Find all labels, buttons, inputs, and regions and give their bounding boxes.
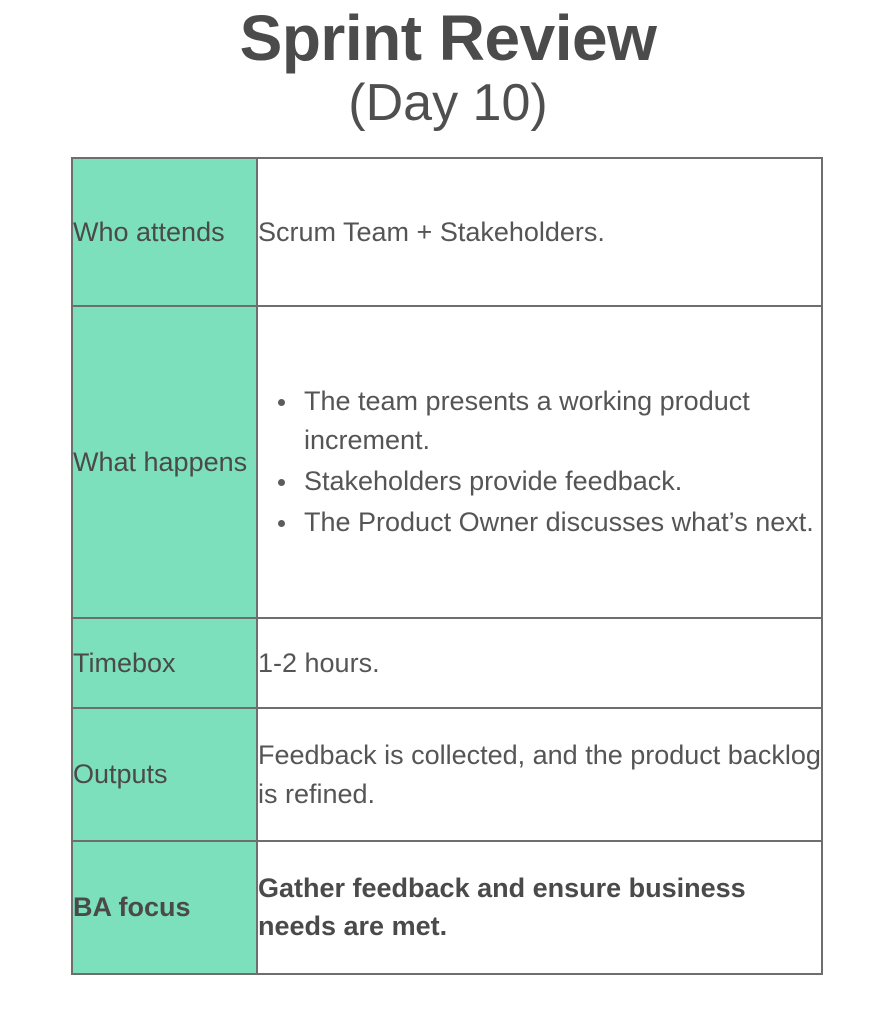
list-item: The Product Owner discusses what’s next. <box>278 503 821 542</box>
list-item: The team presents a working product incr… <box>278 382 821 460</box>
table-row: BA focus Gather feedback and ensure busi… <box>71 840 823 975</box>
list-item-text: The team presents a working product incr… <box>304 386 750 456</box>
bullet-dot-icon <box>278 519 285 527</box>
sprint-review-table-wrapper: Who attends Scrum Team + Stakeholders. W… <box>71 157 823 975</box>
row-label-timebox: Timebox <box>71 617 258 709</box>
list-item-text: Stakeholders provide feedback. <box>304 466 683 496</box>
list-item-text: The Product Owner discusses what’s next. <box>304 506 814 537</box>
table-row: Timebox 1-2 hours. <box>71 617 823 709</box>
row-label-who-attends: Who attends <box>71 157 258 307</box>
row-label-what-happens: What happens <box>71 305 258 619</box>
row-label-ba-focus: BA focus <box>71 840 258 975</box>
heading-block: Sprint Review (Day 10) <box>0 0 896 131</box>
page-title: Sprint Review <box>239 2 657 74</box>
table-row: Who attends Scrum Team + Stakeholders. <box>71 157 823 307</box>
row-value-who-attends: Scrum Team + Stakeholders. <box>256 157 823 307</box>
bullet-dot-icon <box>278 478 285 486</box>
table-row: What happens The team presents a working… <box>71 305 823 619</box>
row-value-timebox: 1-2 hours. <box>256 617 823 709</box>
row-value-ba-focus: Gather feedback and ensure business need… <box>256 840 823 975</box>
row-label-outputs: Outputs <box>71 707 258 842</box>
what-happens-bullet-list: The team presents a working product incr… <box>258 382 821 542</box>
row-value-outputs: Feedback is collected, and the product b… <box>256 707 823 842</box>
table-row: Outputs Feedback is collected, and the p… <box>71 707 823 842</box>
sprint-review-table: Who attends Scrum Team + Stakeholders. W… <box>71 157 823 975</box>
row-value-what-happens: The team presents a working product incr… <box>256 305 823 619</box>
page-subtitle: (Day 10) <box>348 74 548 133</box>
list-item: Stakeholders provide feedback. <box>278 462 821 501</box>
bullet-dot-icon <box>278 398 285 406</box>
